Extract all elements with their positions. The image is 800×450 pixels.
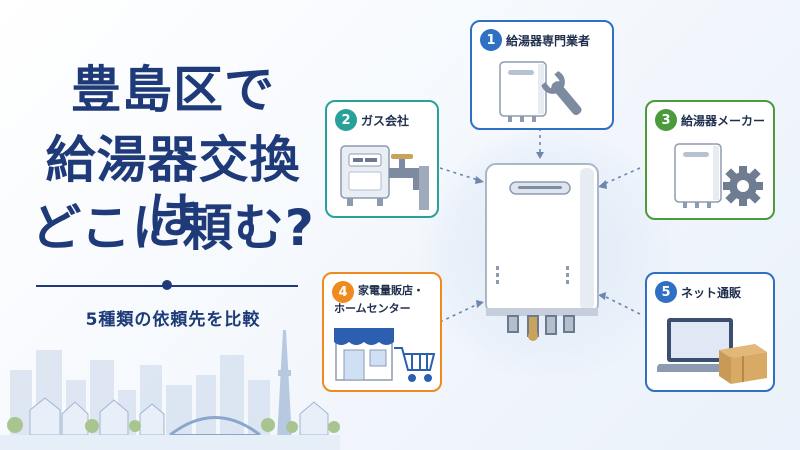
card-label: 給湯器専門業者 bbox=[506, 34, 591, 48]
divider-dot bbox=[162, 280, 172, 290]
option-card-5[interactable]: 5 ネット通販 bbox=[645, 272, 775, 392]
card-label-line-1: 家電量販店・ bbox=[358, 284, 424, 297]
card-illustration bbox=[674, 143, 763, 208]
headline-line-1: 豊島区で bbox=[71, 61, 275, 119]
card-number-badge: 2 bbox=[335, 109, 357, 131]
headline-line-3: どこに頼む? bbox=[31, 199, 315, 257]
option-card-4[interactable]: 4 家電量販店・ ホームセンター bbox=[322, 272, 442, 392]
option-card-1[interactable]: 1 給湯器専門業者 bbox=[470, 20, 614, 130]
shopping-cart-icon bbox=[394, 347, 436, 382]
card-illustration bbox=[340, 145, 429, 210]
cardboard-box-icon bbox=[719, 344, 767, 384]
water-heater-icon bbox=[499, 61, 547, 122]
wrench-icon bbox=[541, 71, 582, 116]
gear-icon bbox=[723, 166, 763, 206]
option-card-2[interactable]: 2 ガス会社 bbox=[325, 100, 439, 218]
store-icon bbox=[334, 328, 394, 381]
card-label: 給湯器メーカー bbox=[681, 114, 766, 128]
card-number-badge: 5 bbox=[655, 281, 677, 303]
card-number-badge: 1 bbox=[480, 29, 502, 51]
card-label: ネット通販 bbox=[681, 286, 742, 300]
card-illustration bbox=[499, 61, 582, 122]
option-card-3[interactable]: 3 給湯器メーカー bbox=[645, 100, 775, 220]
city-skyline-illustration bbox=[0, 330, 340, 450]
card-number-badge: 3 bbox=[655, 109, 677, 131]
gas-meter-icon bbox=[340, 145, 390, 206]
card-label-line-2: ホームセンター bbox=[334, 302, 411, 315]
headline-line-2: 給湯器交換は bbox=[45, 131, 301, 245]
water-heater-illustration bbox=[485, 163, 599, 341]
subtitle: 5種類の依頼先を比較 bbox=[85, 310, 261, 330]
card-illustration bbox=[657, 318, 767, 384]
faucet-icon bbox=[389, 154, 429, 210]
card-label: ガス会社 bbox=[361, 114, 410, 128]
card-illustration bbox=[334, 328, 436, 382]
water-heater-icon bbox=[674, 143, 722, 208]
card-number-badge: 4 bbox=[332, 281, 354, 303]
